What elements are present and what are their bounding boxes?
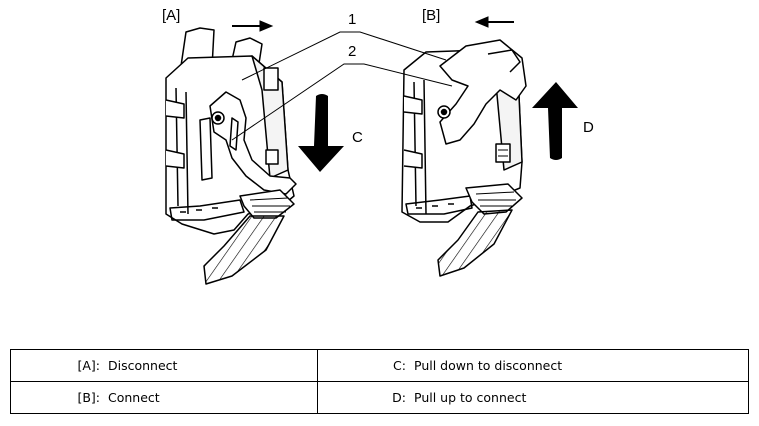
legend-cell: D: Pull up to connect: [317, 381, 749, 414]
connector-diagram: [A] [B] 1 2 C D: [162, 7, 594, 285]
callout-2: 2: [348, 43, 356, 60]
arrow-down-icon: [298, 94, 344, 172]
legend-table: [A]: Disconnect C: Pull down to disconnect…: [10, 349, 749, 414]
legend-key: [A]:: [77, 358, 100, 373]
connector-a: [165, 27, 297, 285]
callout-1: 1: [348, 11, 356, 28]
label-b: [B]: [422, 7, 440, 24]
arrow-c-label: C: [352, 129, 363, 146]
legend-row: [A]: Disconnect C: Pull down to disconnect: [10, 349, 749, 382]
arrow-up-icon: [532, 82, 578, 160]
legend-key: C:: [393, 358, 406, 373]
legend-cell: C: Pull down to disconnect: [317, 349, 749, 382]
legend-value: Connect: [108, 390, 160, 405]
legend-cell: [B]: Connect: [10, 381, 318, 414]
connector-b: [401, 39, 527, 277]
legend-value: Pull up to connect: [414, 390, 527, 405]
callout-lines: [231, 31, 453, 141]
legend-row: [B]: Connect D: Pull up to connect: [10, 381, 749, 414]
legend-value: Pull down to disconnect: [414, 358, 563, 373]
legend-key: D:: [392, 390, 406, 405]
legend-value: Disconnect: [108, 358, 178, 373]
arrow-left-icon: [474, 16, 514, 28]
arrow-right-icon: [232, 20, 274, 32]
legend-cell: [A]: Disconnect: [10, 349, 318, 382]
label-a: [A]: [162, 7, 180, 24]
arrow-d-label: D: [583, 119, 594, 136]
legend-key: [B]:: [77, 390, 100, 405]
